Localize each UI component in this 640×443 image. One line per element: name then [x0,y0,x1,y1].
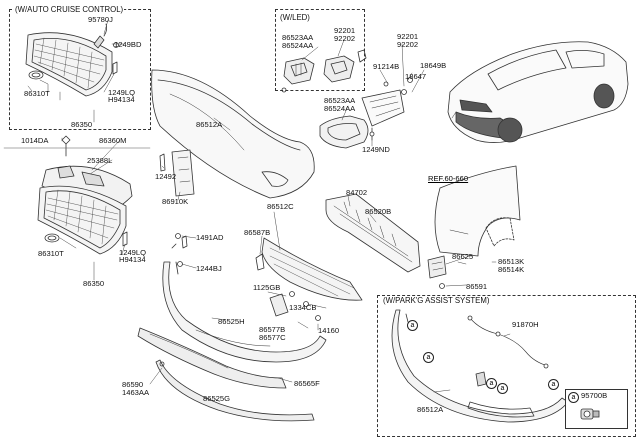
part-label-1491AD: 1491AD [196,233,224,242]
part-label-18647: 18647 [405,72,427,81]
led-box-title: (W/LED) [279,13,311,22]
skid-plate-drawing [137,327,287,389]
part-label-1125GB: 1125GB [253,283,281,292]
part-label-86350: 86350 [71,120,93,129]
led-fog-lamp-drawing [283,49,367,85]
part-label-86513K: 86513K [498,257,525,266]
part-label-86577C: 86577C [259,333,286,342]
part-label-86523AA: 86523AA [282,33,314,42]
radiator-grille-cruise-drawing [25,23,119,97]
part-label-86360M: 86360M [99,136,127,145]
part-label-86524AA: 86524AA [282,41,314,50]
lower-grille-drawing [255,237,363,301]
part-label-86520B: 86520B [365,207,392,216]
part-label-1014DA: 1014DA [21,136,49,145]
part-label-95700B: 95700B [581,391,608,400]
part-label-86577B: 86577B [259,325,286,334]
callout-a-4: a [548,379,559,390]
parking-assist-box-title: (W/PARK'G ASSIST SYSTEM) [382,296,491,305]
part-label-91870H: 91870H [512,320,539,329]
part-label-86310T: 86310T [24,89,50,98]
part-label-18649B: 18649B [420,61,447,70]
sensor-inset-box [565,389,628,429]
part-label-92201: 92201 [334,26,356,35]
part-label-86910K: 86910K [162,197,189,206]
callout-a-2: a [423,352,434,363]
part-label-H94134: H94134 [119,255,146,264]
part-label-H94134: H94134 [108,95,135,104]
part-label-91214B: 91214B [373,62,400,71]
callout-a-3: a [497,383,508,394]
part-label-1334CB: 1334CB [289,303,317,312]
lower-moulding-drawing [155,359,315,422]
part-label-1249LQ: 1249LQ [108,88,136,97]
part-label-86591: 86591 [466,282,488,291]
part-label-95780J: 95780J [88,15,113,24]
part-label-1463AA: 1463AA [122,388,150,397]
fender-reference-drawing [434,165,521,257]
part-label-86350: 86350 [83,279,105,288]
part-label-1249LQ: 1249LQ [119,248,147,257]
part-label-92202: 92202 [397,40,419,49]
bumper-beam-absorber-drawing [325,193,421,273]
parking-sensor-icon [580,408,600,420]
part-label-86525G: 86525G [203,394,231,403]
part-label-84702: 84702 [346,188,368,197]
part-label-12492: 12492 [155,172,177,181]
sensor-inset-callout: a [568,392,579,403]
led-box [275,9,365,91]
vehicle-reference-drawing [447,41,629,143]
part-label-1249ND: 1249ND [362,145,390,154]
cruise-control-box-title: (W/AUTO CRUISE CONTROL) [14,5,125,14]
part-label-86525H: 86525H [218,317,245,326]
part-label-25388L: 25388L [87,156,113,165]
part-label-86590: 86590 [122,380,144,389]
fender-reference-label: REF.60-660 [428,174,469,183]
part-label-14160: 14160 [318,326,340,335]
part-label-92202: 92202 [334,34,356,43]
part-label-86625: 86625 [452,252,474,261]
part-label-86565F: 86565F [294,379,320,388]
part-label-1244BJ: 1244BJ [196,264,222,273]
part-label-1249BD: 1249BD [114,40,142,49]
fasteners-drawing [175,87,375,321]
callout-a-1: a [407,320,418,331]
license-plate-bracket-drawing [159,149,195,197]
part-label-86512C: 86512C [267,202,294,211]
bumper-cover-upper-drawing [151,69,315,199]
side-bracket-drawing [427,255,447,289]
radiator-grille-drawing [37,135,133,255]
part-label-86514K: 86514K [498,265,525,274]
callout-a-5: a [486,378,497,389]
part-label-86523AA: 86523AA [324,96,356,105]
fog-lamp-bezel-drawing [319,77,413,149]
part-label-86310T: 86310T [38,249,64,258]
part-label-86512A: 86512A [417,405,444,414]
part-label-86512A: 86512A [196,120,223,129]
part-label-86524AA: 86524AA [324,104,356,113]
parking-assist-box [377,295,636,437]
cruise-control-box [9,9,151,130]
bumper-cover-lower-drawing [162,235,327,363]
part-label-86587B: 86587B [244,228,271,237]
part-label-92201: 92201 [397,32,419,41]
leader-lines [27,19,511,403]
